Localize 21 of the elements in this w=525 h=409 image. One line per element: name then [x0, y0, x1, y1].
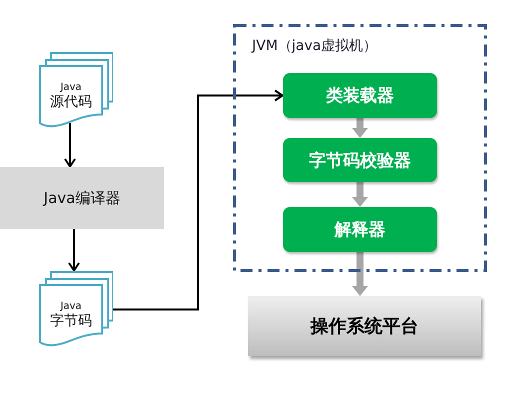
step-label: 类装载器: [326, 85, 394, 107]
process-step-box: [283, 207, 437, 252]
process-step-box: [283, 73, 437, 118]
block-arrow: [352, 182, 368, 207]
platform-box: [248, 296, 481, 356]
block-arrow: [352, 252, 368, 296]
process-step-box: [283, 138, 437, 182]
platform-label: 操作系统平台: [310, 315, 418, 338]
arrow: [68, 229, 80, 272]
arrow: [64, 123, 76, 168]
document-label: Java: [60, 300, 82, 313]
box-label: Java编译器: [44, 188, 120, 208]
step-label: 字节码校验器: [309, 150, 411, 172]
document-label: 字节码: [50, 312, 92, 330]
step-label: 解释器: [334, 219, 386, 241]
arrow: [113, 90, 284, 310]
block-arrow: [352, 118, 368, 138]
document-label: Java: [60, 82, 82, 94]
container-title: JVM（java虚拟机）: [252, 37, 378, 55]
document-label: 源代码: [50, 94, 92, 110]
process-box: [0, 167, 164, 229]
